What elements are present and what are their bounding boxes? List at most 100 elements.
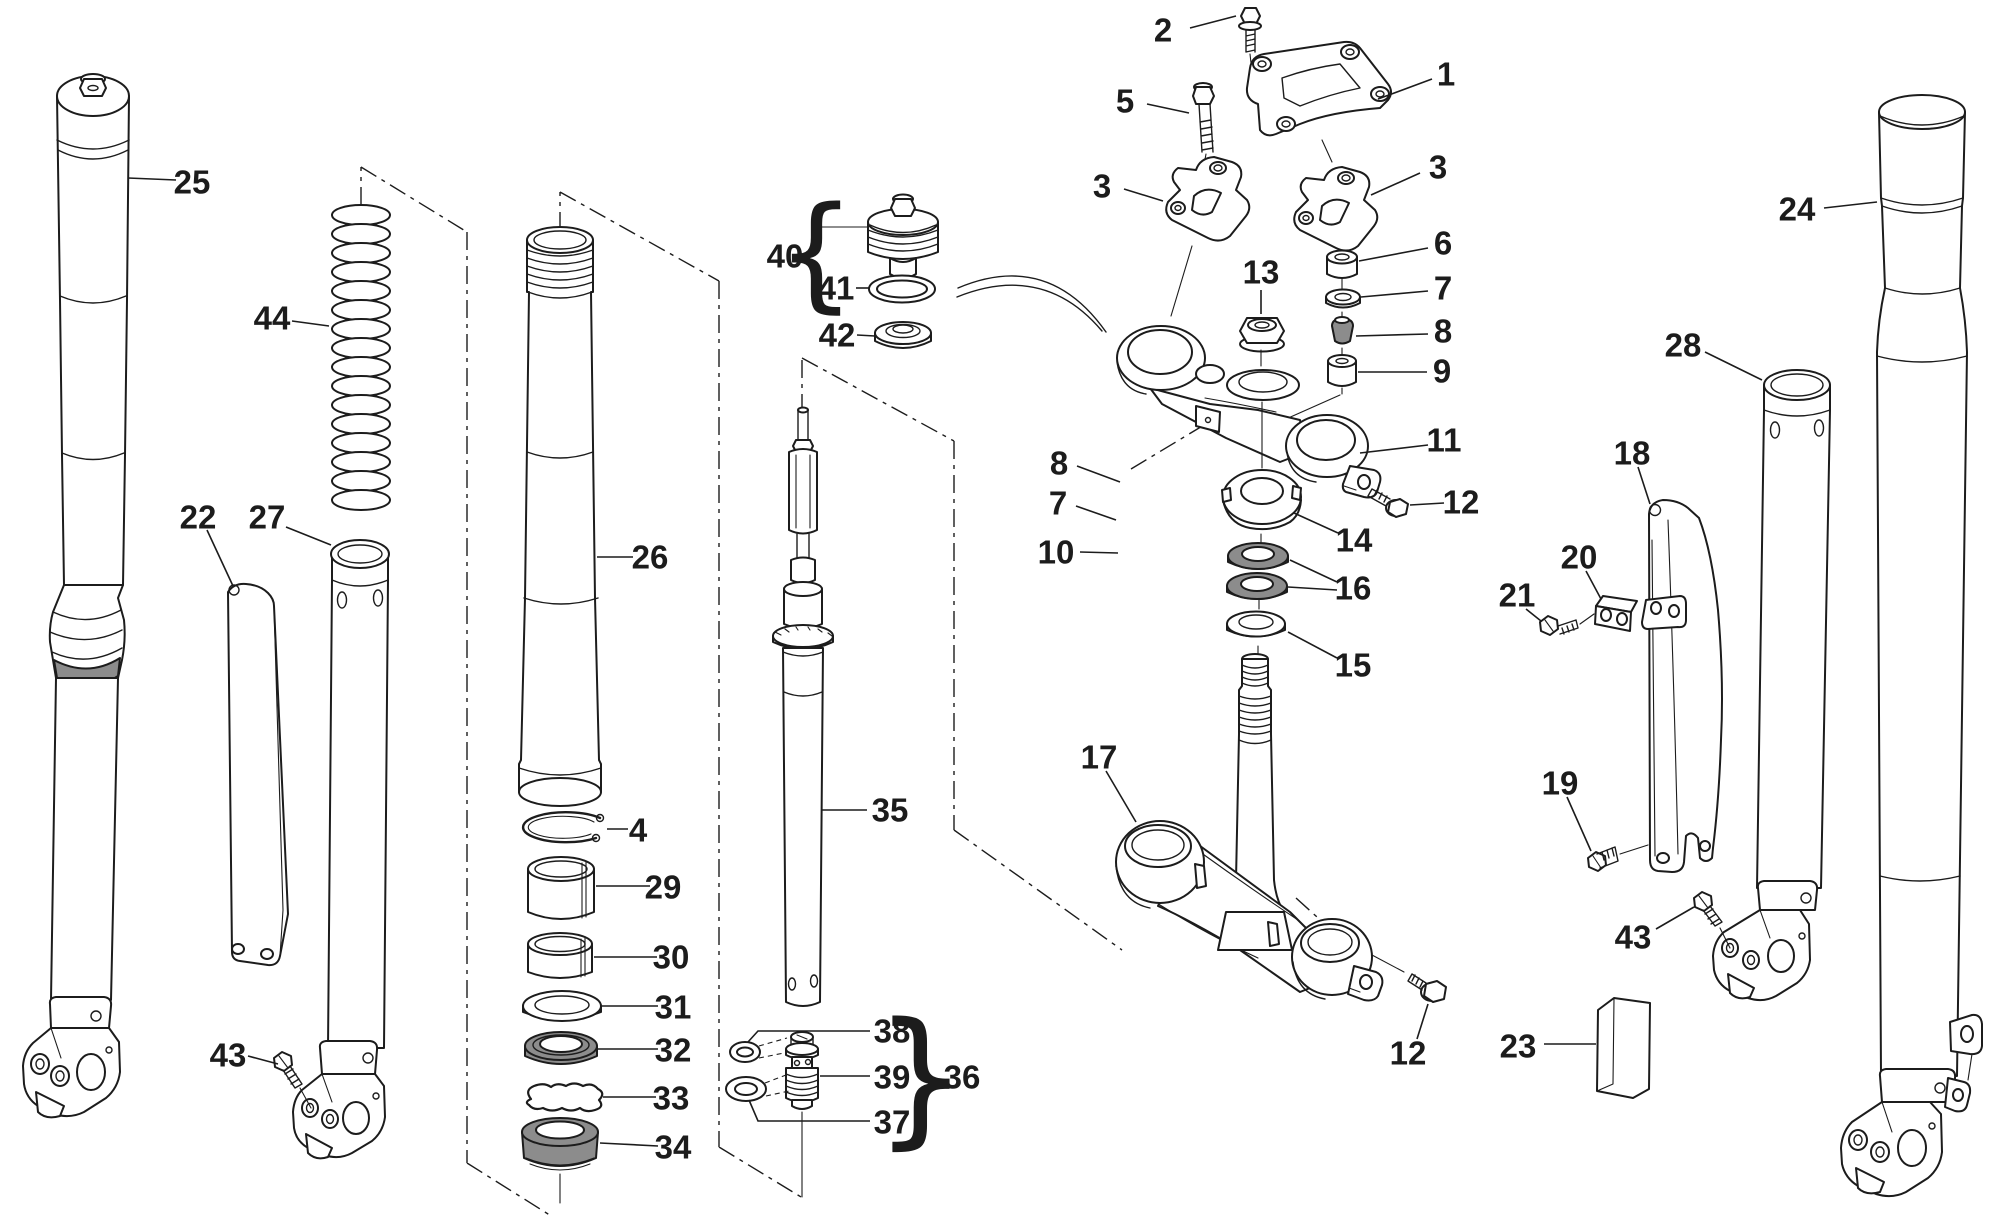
part-label-34: 34 [655,1129,692,1166]
leader-line-14 [1293,512,1339,534]
leader-line-5 [1146,103,1190,114]
leader-line-3 [1370,172,1421,196]
part-43-pinch-bolt-left [273,1051,312,1109]
part-label-27: 27 [249,499,286,536]
part-label-29: 29 [645,869,682,906]
part-12-pinch-bolt-upper [1367,488,1409,518]
part-label-30: 30 [653,939,690,976]
part-label-8: 8 [1434,313,1452,350]
part-label-4: 4 [629,812,648,849]
part-label-17: 17 [1081,739,1118,776]
part-13-steering-stem-nut [1239,317,1285,367]
part-label-41: 41 [818,270,855,307]
part-1-handlebar-clamp-bridge [1245,40,1392,163]
part-38-o-ring-small [729,1037,790,1063]
leader-line-21 [1525,608,1542,622]
leader-line-2 [1189,15,1237,29]
part-9-spacer [1327,354,1357,387]
part-44-fork-spring [331,204,391,511]
part-24-fork-leg-complete-right [1840,94,1983,1198]
leader-line-6 [1358,247,1429,262]
leader-line-44 [291,320,330,327]
leader-line-15 [1287,631,1338,659]
part-3-handlebar-riser-right [1293,166,1379,252]
group-brace: { [776,181,856,326]
part-label-43: 43 [1615,919,1652,956]
rubber-mount-column-right [1285,249,1361,420]
leader-line-34 [599,1142,659,1147]
leader-line-19 [1566,796,1592,852]
leader-line-27 [285,526,332,546]
cap-position-leader [956,275,1107,333]
leader-line-12 [1409,502,1445,506]
leader-line-38 [747,1030,870,1043]
part-label-13: 13 [1243,254,1280,291]
part-label-5: 5 [1116,83,1134,120]
part-label-32: 32 [655,1032,692,1069]
part-7-washer-right [1325,288,1361,309]
part-label-6: 6 [1434,225,1452,262]
part-12-pinch-bolt-lower [1371,954,1447,1003]
part-label-9: 9 [1433,353,1451,390]
part-43-pinch-bolt-right [1693,891,1731,949]
part-label-31: 31 [655,989,692,1026]
leader-line-18 [1637,466,1651,505]
leader-line-20 [1585,570,1602,600]
part-label-23: 23 [1500,1028,1537,1065]
part-19-protector-screw [1587,844,1649,872]
part-label-37: 37 [874,1104,911,1141]
part-32-oil-seal [524,1031,598,1065]
leader-line-42 [856,334,876,337]
part-16-bearing-washers [1226,542,1289,610]
part-31-washer [522,990,602,1022]
leader-line-25 [127,177,177,181]
part-label-25: 25 [174,164,211,201]
leader-line-8 [1355,333,1429,337]
part-label-12: 12 [1390,1035,1427,1072]
part-label-43: 43 [210,1037,247,1074]
part-17-lower-triple-clamp [1115,653,1384,1002]
part-label-39: 39 [874,1059,911,1096]
part-34-dust-seal [521,1117,599,1204]
part-label-3: 3 [1429,149,1447,186]
part-label-15: 15 [1335,647,1372,684]
part-label-21: 21 [1499,577,1536,614]
group-brace: } [874,991,968,1163]
leader-line-28 [1704,351,1763,381]
part-label-38: 38 [874,1013,911,1050]
part-2-bolt [1238,7,1262,73]
part-23-reflector-pad [1596,997,1651,1099]
part-18-fork-protector-right [1641,499,1723,873]
part-label-7: 7 [1049,485,1067,522]
leader-line-12 [1416,1003,1429,1040]
part-label-20: 20 [1561,539,1598,576]
part-15-dust-washer [1226,610,1286,656]
part-25-fork-leg-complete [22,73,130,1119]
leader-line-10 [1079,551,1119,554]
part-label-24: 24 [1779,191,1816,228]
leader-line-22 [206,529,234,587]
part-40-fork-cap [821,193,939,279]
part-27-inner-tube-left [292,539,390,1160]
part-label-8: 8 [1050,445,1068,482]
leader-line-43 [247,1055,279,1065]
leader-line-16 [1287,559,1338,591]
part-37-o-ring-large [725,1074,790,1102]
part-42-spring-seat [874,321,932,349]
part-label-42: 42 [819,317,856,354]
leader-line-17 [1105,770,1137,823]
part-label-16: 16 [1335,570,1372,607]
part-label-18: 18 [1614,435,1651,472]
leader-line-24 [1823,201,1878,209]
part-22-fork-protector-left [227,582,289,967]
part-label-19: 19 [1542,765,1579,802]
leader-line-7 [1075,505,1117,521]
part-4-snap-ring [521,811,605,844]
leader-line-3 [1123,188,1164,202]
part-label-7: 7 [1434,270,1452,307]
part-6-bushing [1326,249,1358,279]
leader-line-8 [1076,465,1121,483]
part-26-outer-tube [518,226,602,807]
